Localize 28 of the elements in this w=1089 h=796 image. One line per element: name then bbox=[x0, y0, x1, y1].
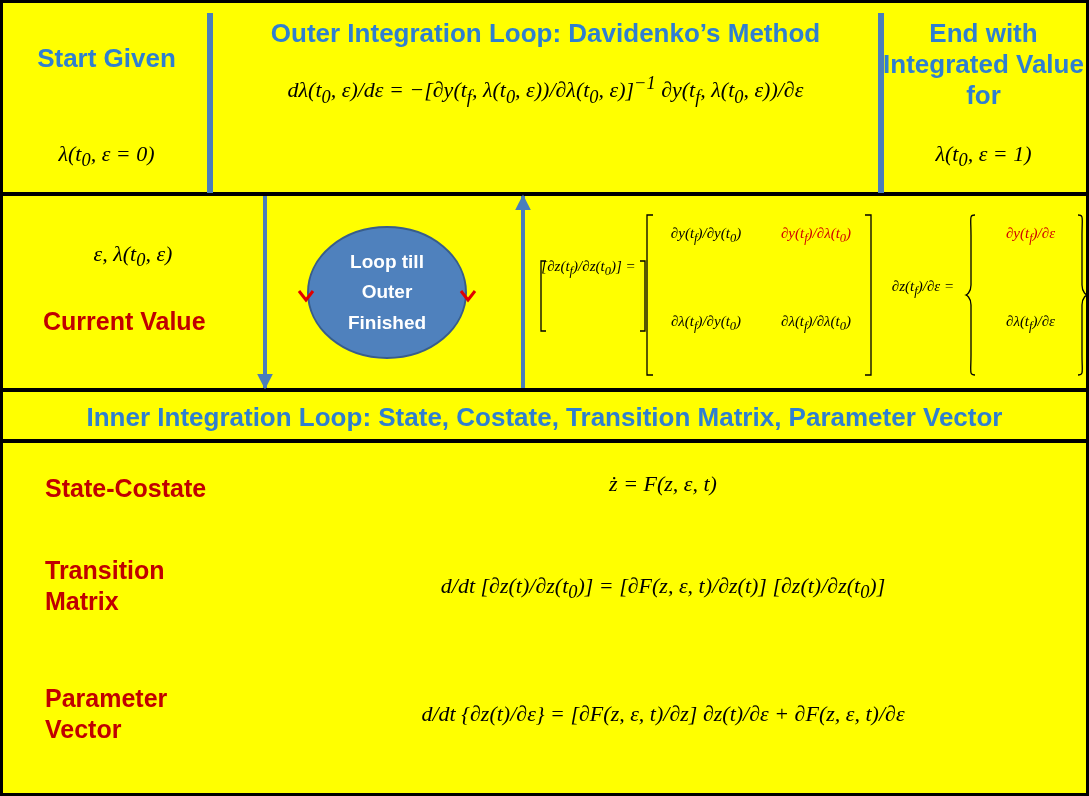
row-label: Current Value bbox=[43, 306, 207, 337]
heading: Inner Integration Loop: State, Costate, Transition Matrix, Parameter Vector bbox=[85, 402, 1004, 434]
matrix-entry: ∂λ(t$_{f}$)/∂ε bbox=[1004, 313, 1057, 334]
equation: d/dt {∂z(t)/∂ε} = [∂F(z, ε, t)/∂z] ∂z(t)/∂ε + ∂F(z, ε, t)/∂ε bbox=[420, 701, 906, 727]
matrix-entry: ∂λ(t$_{f}$)/∂y(t$_{0}$) bbox=[669, 313, 743, 334]
equation: dλ(t$_{0}$, ε)/dε = −[∂y(t$_{f}$, λ(t$_{0}$, ε))/∂λ(t$_{0}$, ε)]$^{−1}$ ∂y(t$_{f}$, λ(t$_{0}$, ε))/∂ε bbox=[286, 73, 805, 108]
equation: d/dt [∂z(t)/∂z(t$_{0}$)] = [∂F(z, ε, t)/∂z(t)] [∂z(t)/∂z(t$_{0}$)] bbox=[439, 573, 887, 604]
row-label: Parameter Vector bbox=[45, 683, 169, 746]
equation: λ(t$_{0}$, ε = 0) bbox=[57, 141, 156, 172]
loop-ellipse bbox=[306, 225, 468, 360]
heading: Start Given bbox=[36, 43, 177, 75]
ellipse-label: Loop till Outer Finished bbox=[346, 249, 428, 335]
inner-loop-bar bbox=[3, 388, 1086, 443]
heading: End with Integrated Value for bbox=[882, 18, 1085, 112]
heading: Outer Integration Loop: Davidenko’s Method bbox=[269, 18, 822, 50]
equation-term: ∂z(t$_{f}$)/∂ε = bbox=[890, 278, 956, 299]
matrix-entry: ∂y(t$_{f}$)/∂λ(t$_{0}$) bbox=[779, 225, 853, 246]
equation: ε, λ(t$_{0}$, ε) bbox=[92, 241, 174, 272]
matrix-entry: ∂λ(t$_{f}$)/∂λ(t$_{0}$) bbox=[779, 313, 852, 334]
matrix-entry: ∂y(t$_{f}$)/∂ε bbox=[1004, 225, 1057, 246]
matrix-entry: ∂y(t$_{f}$)/∂y(t$_{0}$) bbox=[669, 225, 743, 246]
row-label: State-Costate bbox=[45, 473, 208, 504]
arrow bbox=[515, 194, 531, 388]
equation: λ(t$_{0}$, ε = 1) bbox=[934, 141, 1033, 172]
equation-term: [∂z(t$_{f}$)/∂z(t$_{0}$)] = bbox=[540, 258, 637, 279]
row-label: Transition Matrix bbox=[45, 555, 166, 618]
equation: ż = F(z, ε, t) bbox=[608, 471, 718, 497]
arrow bbox=[257, 196, 273, 390]
